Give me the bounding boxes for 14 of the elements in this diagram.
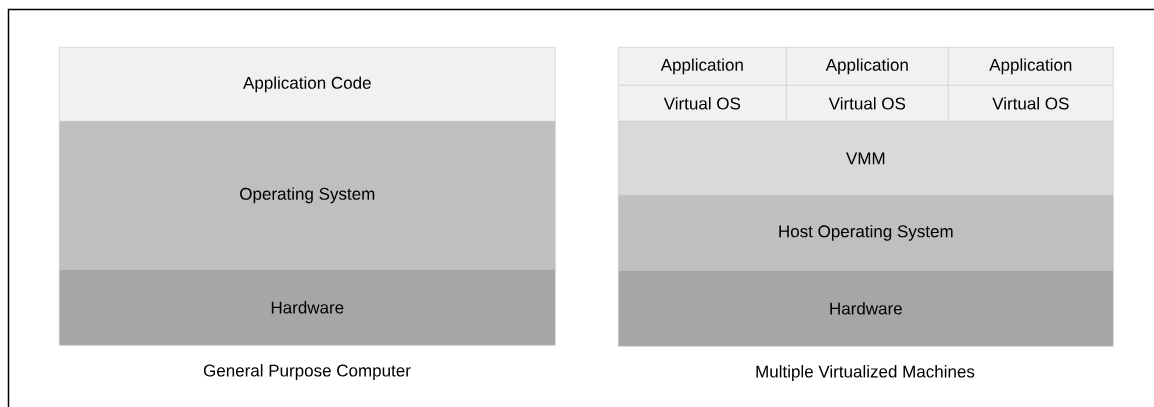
layer-cell: Application	[786, 47, 949, 86]
layer-cell: Virtual OS	[618, 85, 787, 122]
caption: General Purpose Computer	[203, 364, 411, 380]
layer-band: Host Operating System	[618, 195, 1114, 271]
layer-cell: Application	[948, 47, 1114, 86]
layer-band: Application Code	[59, 47, 556, 122]
layer-band: VMM	[618, 121, 1114, 196]
layer-cell: Application	[618, 47, 787, 86]
layer-band: Operating System	[59, 121, 556, 270]
layer-band: Hardware	[59, 269, 556, 346]
layer-band: Hardware	[618, 270, 1114, 347]
caption: Multiple Virtualized Machines	[756, 365, 975, 381]
layer-cell: Virtual OS	[948, 85, 1114, 122]
layer-cell: Virtual OS	[786, 85, 949, 122]
